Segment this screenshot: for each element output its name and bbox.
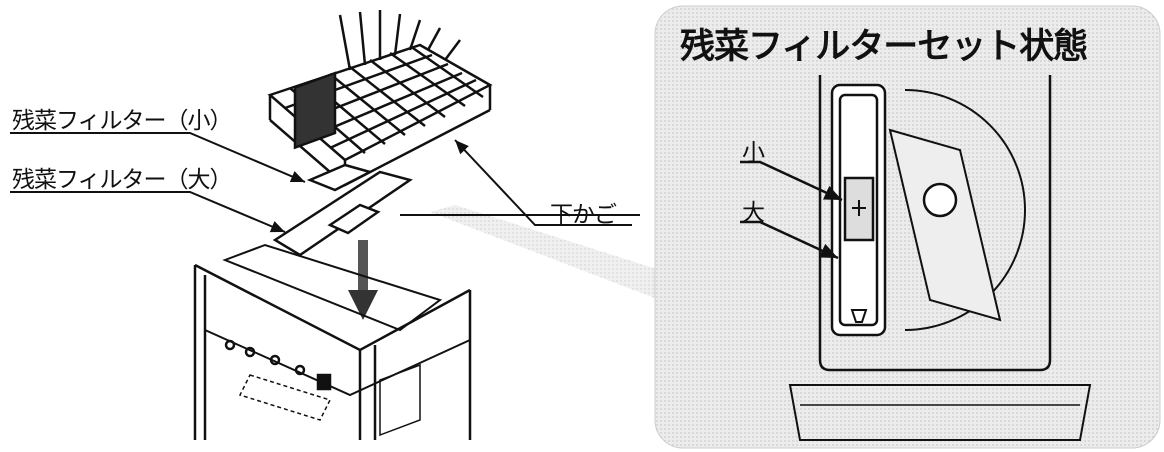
detail-title: 残菜フィルターセット状態 [680,27,1088,67]
filter-small-label: 残菜フィルター（小） [12,108,233,134]
detail-panel [654,5,1161,449]
lower-basket-drawing [267,10,493,187]
leader-lines [10,132,632,233]
zoom-beam [430,205,660,300]
lower-basket-label: 下かご [550,202,617,228]
dishwasher-drawing [193,214,640,440]
detail-small-label: 小 [742,140,765,166]
insert-arrow [348,240,378,320]
filter-drawings [272,163,413,257]
filter-large-label: 残菜フィルター（大） [12,167,233,193]
detail-large-label: 大 [742,200,765,226]
